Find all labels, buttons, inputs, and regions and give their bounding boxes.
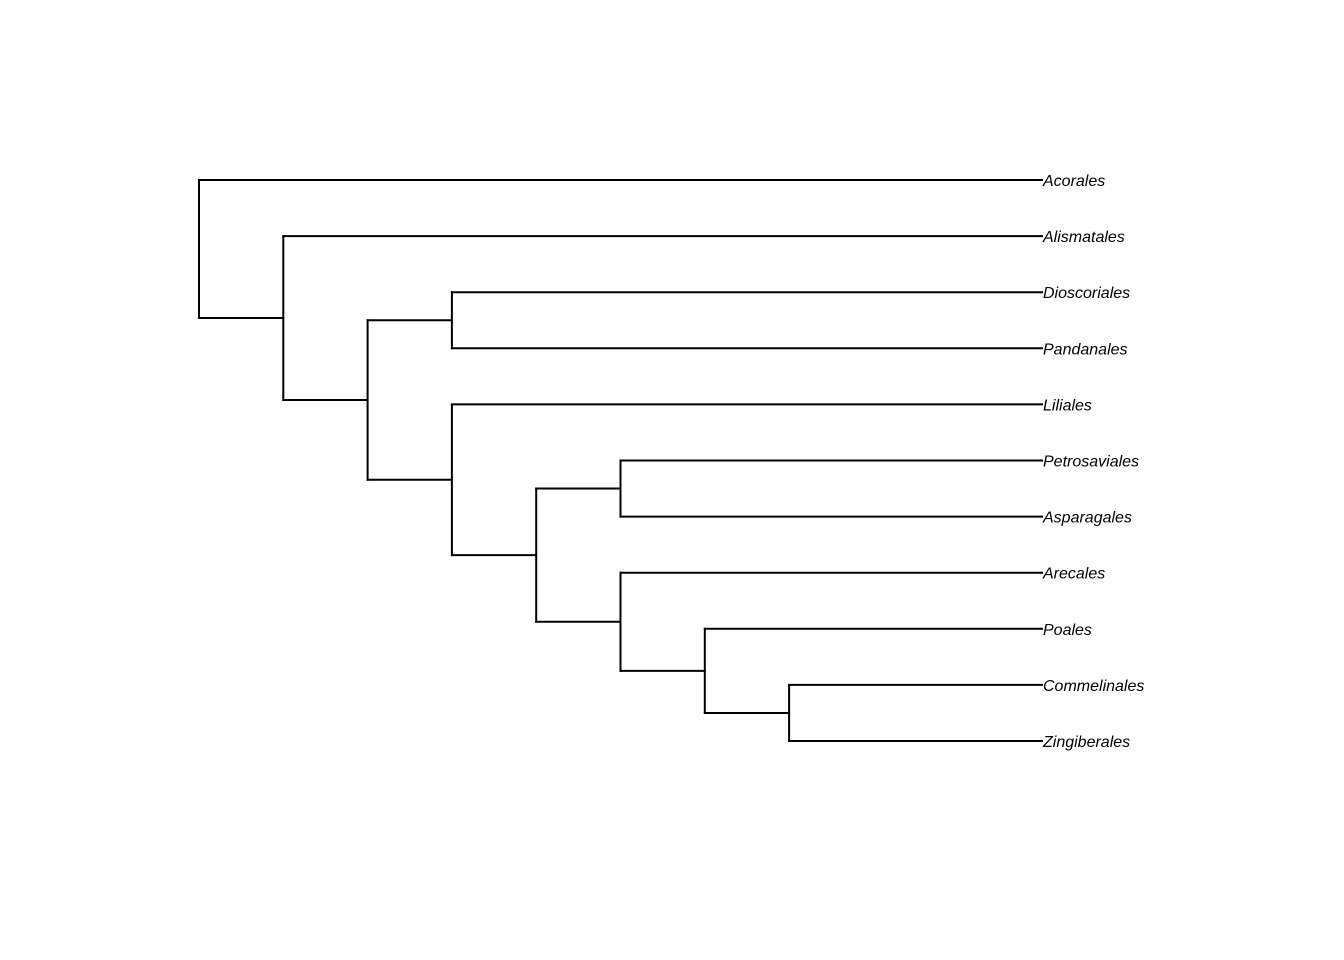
tip-label-commelinales: Commelinales (1043, 678, 1144, 695)
tip-labels: Acorales Alismatales Dioscoriales Pandan… (1042, 173, 1144, 751)
tip-label-acorales: Acorales (1042, 173, 1105, 190)
tip-label-arecales: Arecales (1042, 566, 1105, 583)
tip-label-petrosaviales: Petrosaviales (1043, 454, 1139, 471)
tip-label-liliales: Liliales (1043, 397, 1092, 414)
tip-label-poales: Poales (1043, 622, 1092, 639)
tip-label-asparagales: Asparagales (1042, 510, 1132, 527)
tip-label-dioscoriales: Dioscoriales (1043, 285, 1130, 302)
tip-label-alismatales: Alismatales (1042, 229, 1125, 246)
tip-label-pandanales: Pandanales (1043, 341, 1128, 358)
tip-label-zingiberales: Zingiberales (1042, 734, 1130, 751)
tree-branches (198, 179, 1043, 742)
